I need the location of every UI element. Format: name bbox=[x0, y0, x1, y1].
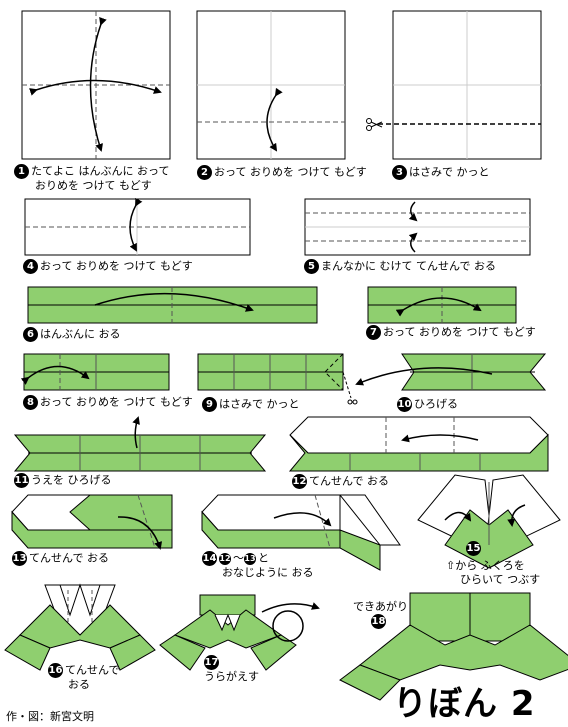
fold-arrow-icon bbox=[89, 17, 107, 152]
scissors-icon bbox=[347, 399, 358, 405]
page-title: りぼん 2 bbox=[393, 684, 536, 724]
step-4-figure bbox=[24, 197, 251, 256]
fold-arrow-icon bbox=[444, 511, 472, 522]
step-3-figure bbox=[366, 10, 542, 160]
fold-arrow-icon bbox=[355, 367, 493, 386]
step-18-figure bbox=[339, 592, 568, 701]
step-14-figure bbox=[201, 494, 401, 571]
fold-arrow-icon bbox=[395, 297, 482, 317]
step-13-figure bbox=[11, 494, 173, 550]
fold-arrow-icon bbox=[273, 512, 332, 527]
step-15-caption: ⇧から ふくろを ひらいて つぶす bbox=[446, 559, 541, 586]
fold-arrow-icon bbox=[132, 416, 140, 449]
fold-arrow-icon bbox=[408, 201, 418, 222]
step-16-figure bbox=[4, 583, 156, 671]
step-17-figure bbox=[159, 594, 320, 671]
step-18-caption: できあがり 18 bbox=[353, 600, 408, 629]
scissors-icon bbox=[366, 118, 383, 131]
step-17-caption: 17 うらがえす bbox=[204, 655, 259, 683]
fold-arrow-icon bbox=[408, 232, 418, 253]
step-11-figure bbox=[13, 416, 267, 472]
step-2-figure bbox=[196, 10, 346, 160]
ref-step-badge: 12 bbox=[219, 552, 231, 565]
step-10-figure bbox=[355, 353, 547, 391]
step-1-figure bbox=[21, 10, 171, 160]
step-number-badge: 1 bbox=[14, 164, 29, 179]
step-8-figure bbox=[20, 353, 170, 391]
fold-arrow-icon bbox=[266, 87, 283, 152]
step-12-figure bbox=[288, 416, 549, 472]
fold-arrow-icon bbox=[129, 197, 143, 252]
step-9-figure bbox=[197, 353, 358, 405]
step-15-figure bbox=[417, 474, 561, 569]
fold-arrow-icon bbox=[401, 434, 479, 443]
author-credit: 作・図：新宮文明 bbox=[6, 710, 94, 723]
ref-step-badge: 13 bbox=[244, 552, 256, 565]
step-6-figure bbox=[27, 286, 318, 324]
fold-arrow-icon bbox=[507, 504, 526, 527]
flip-over-icon bbox=[261, 602, 320, 642]
step-5-figure bbox=[304, 198, 531, 256]
step-7-figure bbox=[367, 286, 517, 324]
fold-arrow-icon bbox=[94, 292, 254, 312]
step-15-badge: 15 bbox=[466, 541, 481, 556]
fold-arrow-icon bbox=[20, 365, 90, 385]
fold-arrow-icon bbox=[117, 516, 163, 550]
